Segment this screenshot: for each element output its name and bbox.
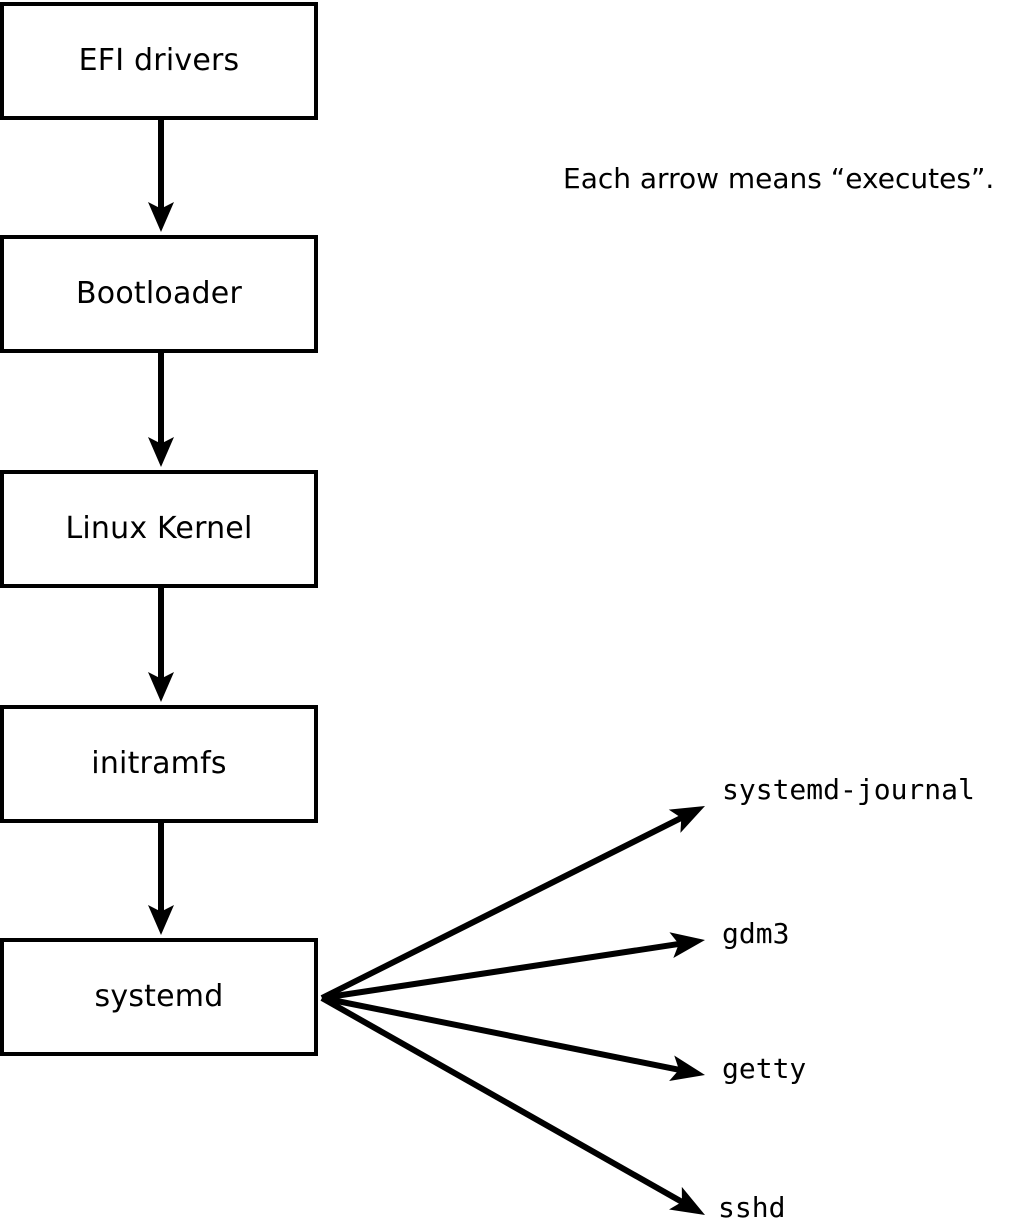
process-label-gdm3[interactable]: gdm3 bbox=[722, 917, 790, 950]
fan-arrow-line-getty bbox=[321, 995, 683, 1074]
stage-box-label: initramfs bbox=[91, 746, 227, 781]
process-label-sshd[interactable]: sshd bbox=[718, 1191, 786, 1224]
process-label-systemd-journal[interactable]: systemd-journal bbox=[722, 773, 975, 806]
stage-box-systemd[interactable]: systemd bbox=[0, 938, 318, 1056]
stage-box-linux-kernel[interactable]: Linux Kernel bbox=[0, 470, 318, 588]
arrow-head-bootloader-to-kernel bbox=[148, 437, 174, 467]
chain-arrow-group bbox=[148, 120, 174, 935]
stage-box-efi-drivers[interactable]: EFI drivers bbox=[0, 2, 318, 120]
stage-box-label: systemd bbox=[94, 979, 224, 1014]
legend-caption: Each arrow means “executes”. bbox=[563, 162, 995, 195]
process-label-getty[interactable]: getty bbox=[722, 1052, 807, 1085]
fan-arrow-line-gdm3 bbox=[321, 940, 682, 1001]
stage-box-label: EFI drivers bbox=[78, 43, 240, 78]
stage-box-label: Bootloader bbox=[76, 276, 242, 311]
fan-arrow-head-systemd-journal bbox=[668, 806, 705, 833]
stage-box-bootloader[interactable]: Bootloader bbox=[0, 235, 318, 353]
fan-arrow-line-sshd bbox=[320, 995, 686, 1206]
arrow-head-initramfs-to-systemd bbox=[148, 905, 174, 935]
arrow-head-efi-to-bootloader bbox=[148, 202, 174, 232]
fan-arrow-line-systemd-journal bbox=[320, 813, 686, 1001]
stage-box-label: Linux Kernel bbox=[65, 511, 253, 546]
fan-arrow-group bbox=[320, 806, 705, 1215]
fan-arrow-head-sshd bbox=[669, 1186, 705, 1215]
stage-box-initramfs[interactable]: initramfs bbox=[0, 705, 318, 823]
fan-arrow-head-getty bbox=[669, 1055, 705, 1082]
arrow-head-kernel-to-initramfs bbox=[148, 672, 174, 702]
fan-arrow-head-gdm3 bbox=[669, 932, 705, 958]
